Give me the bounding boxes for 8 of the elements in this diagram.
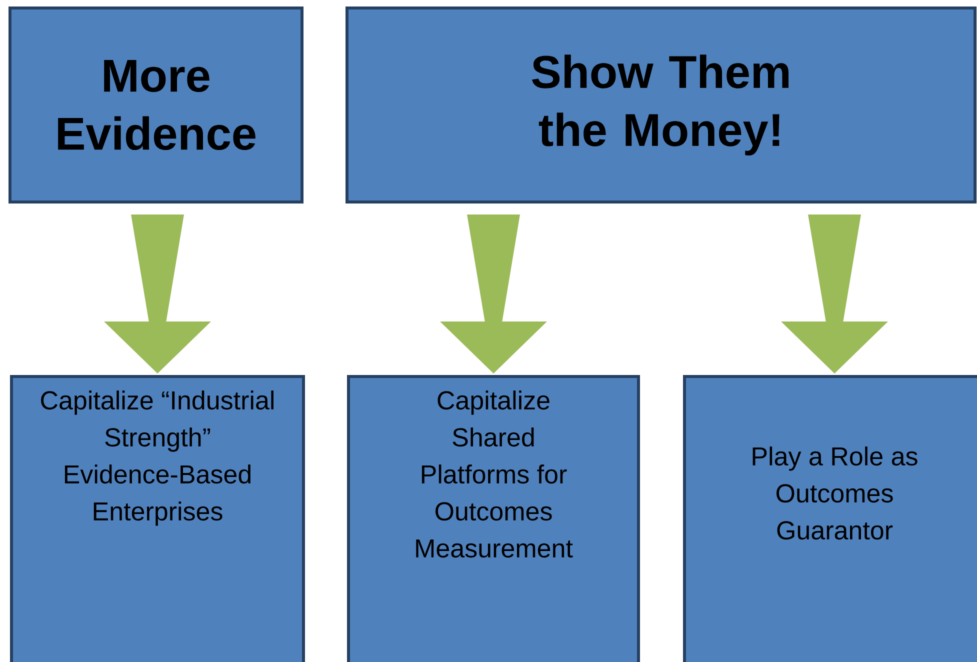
text-box: Capitalize Shared Platforms for Outcomes Measurement — [347, 375, 640, 662]
arrow — [104, 214, 211, 374]
text-box: Play a Role as Outcomes Guarantor — [683, 375, 977, 662]
heading-box: More Evidence — [8, 6, 304, 204]
text-box: Capitalize “Industrial Strength” Evidence-Based Enterprises — [10, 375, 305, 662]
heading-box: Show Them the Money! — [346, 6, 976, 204]
arrow — [781, 214, 888, 374]
arrow — [440, 214, 547, 374]
